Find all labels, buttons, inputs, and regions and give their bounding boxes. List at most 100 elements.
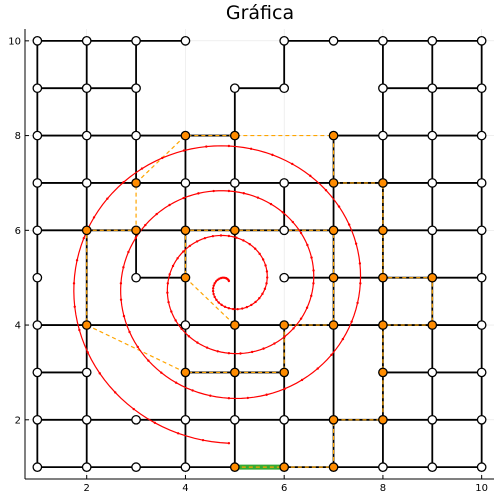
y-tick-label: 8 xyxy=(15,131,21,142)
spiral-point xyxy=(220,276,223,280)
spiral-point xyxy=(176,257,179,260)
graph-node xyxy=(476,414,487,425)
path-node xyxy=(427,320,438,330)
spiral-point xyxy=(221,276,225,279)
path-node xyxy=(328,462,339,473)
spiral-point xyxy=(213,295,216,299)
spiral-point xyxy=(239,352,242,355)
spiral-point xyxy=(197,192,200,195)
graph-node xyxy=(180,178,191,188)
spiral-point xyxy=(182,149,186,152)
spiral-point xyxy=(187,335,191,338)
graph-node xyxy=(476,462,487,473)
graph-node xyxy=(279,178,290,188)
spiral-point xyxy=(341,337,345,341)
graph-node xyxy=(32,35,43,46)
spiral-point xyxy=(215,298,218,302)
spiral-point xyxy=(300,378,304,382)
graph-node xyxy=(279,83,290,94)
graph-node xyxy=(32,83,43,94)
spiral-point xyxy=(220,303,223,307)
graph-node xyxy=(427,367,438,378)
spiral-point xyxy=(254,300,257,304)
path-node xyxy=(229,130,240,141)
spiral-point xyxy=(153,421,157,425)
spiral-point xyxy=(330,353,333,357)
spiral-point xyxy=(227,307,231,310)
path-node xyxy=(378,178,388,188)
spiral-point xyxy=(299,317,303,320)
path-node xyxy=(229,320,240,330)
spiral-point xyxy=(217,301,220,304)
graph-node xyxy=(180,35,191,46)
spiral-point xyxy=(176,432,180,435)
spiral-point xyxy=(166,282,169,285)
spiral-point xyxy=(271,153,274,157)
path-node xyxy=(328,225,339,236)
spiral-point xyxy=(245,305,249,309)
spiral-point xyxy=(213,282,216,285)
spiral-point xyxy=(312,282,315,285)
graph-node xyxy=(131,35,141,46)
spiral-point xyxy=(356,301,359,305)
spiral-point xyxy=(291,220,295,224)
graph-node xyxy=(81,178,92,188)
spiral-point xyxy=(147,359,150,362)
spiral-point xyxy=(350,320,353,323)
path-node xyxy=(378,414,388,425)
spiral-point xyxy=(166,291,169,294)
spiral-point xyxy=(312,269,315,272)
spiral-point xyxy=(188,244,192,248)
graph-node xyxy=(32,320,43,330)
graph-node xyxy=(476,130,487,141)
graph-node xyxy=(32,272,43,283)
graph-node xyxy=(427,130,438,141)
graph-node xyxy=(427,414,438,425)
spiral-point xyxy=(205,346,209,349)
spiral-point xyxy=(273,342,276,345)
graph-node xyxy=(378,83,388,94)
spiral-point xyxy=(242,192,245,195)
graph-node xyxy=(32,367,43,378)
spiral-point xyxy=(86,351,89,354)
graph-node xyxy=(131,414,141,425)
path-node xyxy=(279,367,290,378)
graph-node xyxy=(131,130,141,141)
graph-node xyxy=(180,320,191,330)
path-node xyxy=(229,367,240,378)
spiral-point xyxy=(227,144,231,148)
graph-node xyxy=(131,462,141,473)
axes xyxy=(24,29,494,480)
spiral-point xyxy=(337,205,341,208)
path-node xyxy=(328,130,339,141)
spiral-point xyxy=(174,319,177,322)
spiral-point xyxy=(305,306,309,309)
spiral-point xyxy=(216,278,219,282)
spiral-point xyxy=(196,341,199,344)
spiral-point xyxy=(235,236,238,239)
spiral-point xyxy=(205,145,208,148)
spiral-point xyxy=(281,211,284,214)
spiral-point xyxy=(132,407,135,411)
y-tick-label: 2 xyxy=(15,415,21,426)
path-node xyxy=(131,225,141,236)
path-node xyxy=(328,178,339,188)
graph-node xyxy=(328,35,339,46)
spiral-point xyxy=(160,371,163,374)
path-node xyxy=(180,272,191,283)
spiral-point xyxy=(358,262,362,265)
graph-node xyxy=(476,367,487,378)
spiral-point xyxy=(283,335,286,338)
spiral-point xyxy=(231,307,235,311)
spiral-point xyxy=(98,372,101,375)
graph-node xyxy=(180,462,191,473)
spiral-point xyxy=(227,234,231,238)
path-node xyxy=(131,178,141,188)
spiral-point xyxy=(211,289,215,293)
spiral-point xyxy=(258,297,261,300)
spiral-point xyxy=(242,239,245,242)
spiral-point xyxy=(128,330,131,334)
spiral-point xyxy=(136,345,139,349)
